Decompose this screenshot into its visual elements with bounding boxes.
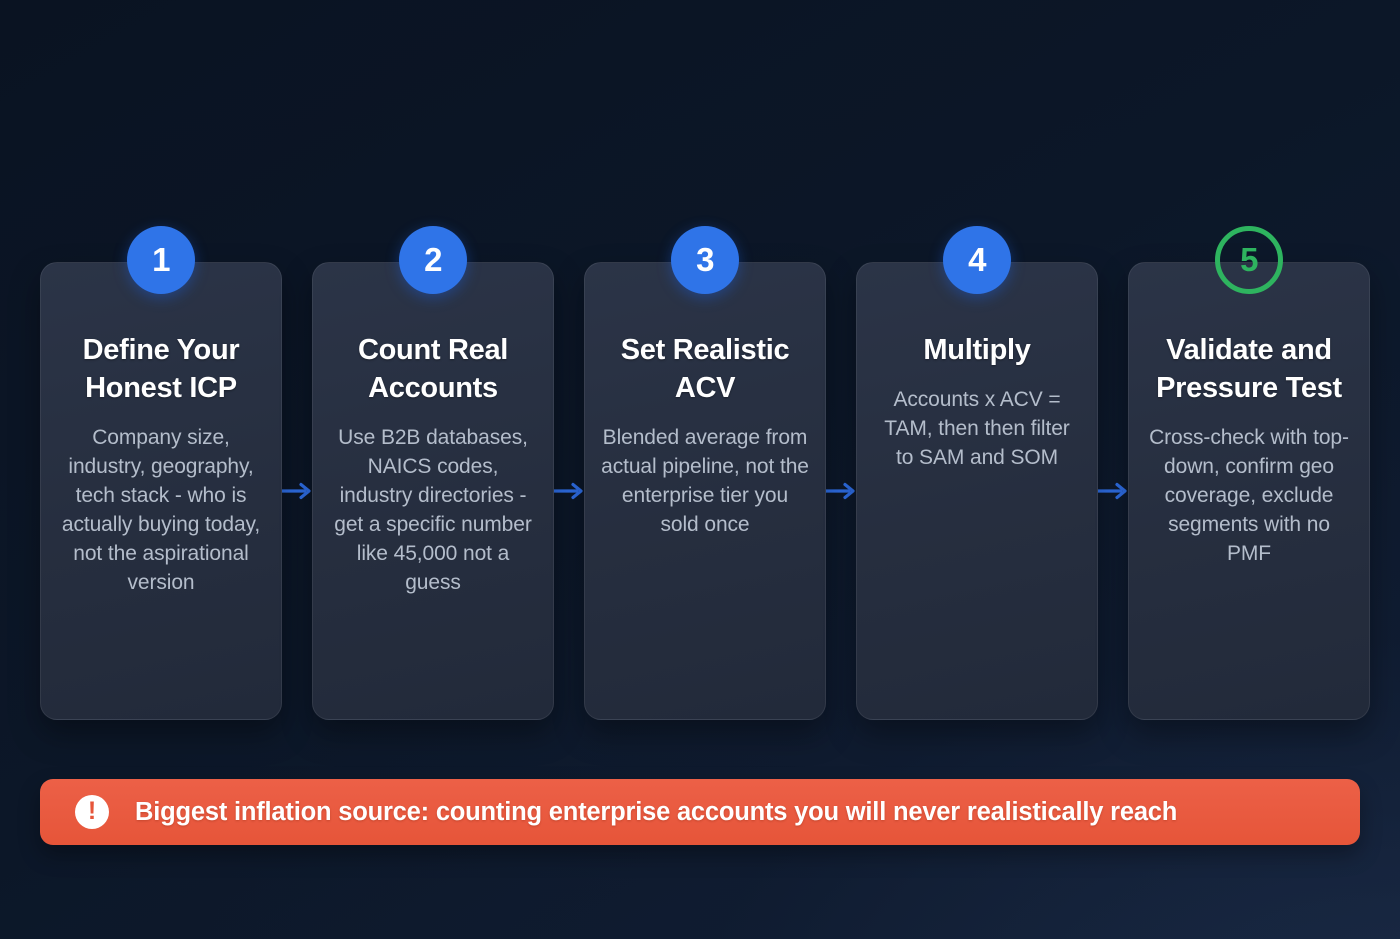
step-title-3: Set Realistic ACV [620,334,790,404]
step-number-badge-4: 4 [943,226,1011,294]
alert-message: Biggest inflation source: counting enter… [135,797,1178,826]
step-number-1: 1 [152,241,170,278]
step-number-badge-2: 2 [399,226,467,294]
step-description-2: Use B2B databases, NAICS codes, industry… [334,426,532,594]
step-title-5: Validate and Pressure Test [1156,334,1342,404]
step-number-2: 2 [424,241,442,278]
process-step-5: 5 Validate and Pressure Test Cross-check… [1128,226,1370,720]
process-step-3: 3 Set Realistic ACV Blended average from… [584,226,826,720]
flow-arrow-4 [1098,262,1128,720]
exclamation-circle-icon: ! [75,795,109,829]
step-number-3: 3 [696,241,714,278]
flow-arrow-1 [282,262,312,720]
alert-banner: ! Biggest inflation source: counting ent… [40,779,1360,845]
flow-arrow-3 [826,262,856,720]
process-step-1: 1 Define Your Honest ICP Company size, i… [40,226,282,720]
step-number-badge-3: 3 [671,226,739,294]
step-title-1: Define Your Honest ICP [82,334,240,404]
step-description-1: Company size, industry, geography, tech … [61,426,261,594]
step-title-2: Count Real Accounts [357,334,509,404]
flow-arrow-2 [554,262,584,720]
step-number-badge-5: 5 [1215,226,1283,294]
process-step-2: 2 Count Real Accounts Use B2B databases,… [312,226,554,720]
arrow-right-icon [282,482,311,500]
step-description-3: Blended average from actual pipeline, no… [601,426,809,536]
step-number-4: 4 [968,241,986,278]
step-number-badge-1: 1 [127,226,195,294]
arrow-right-icon [826,482,855,500]
process-step-4: 4 Multiply Accounts x ACV = TAM, then th… [856,226,1098,720]
process-flow: 1 Define Your Honest ICP Company size, i… [40,226,1370,720]
arrow-right-icon [1098,482,1127,500]
step-number-5: 5 [1240,241,1258,278]
step-description-4: Accounts x ACV = TAM, then then filter t… [884,388,1070,469]
step-title-4: Multiply [923,334,1031,366]
step-description-5: Cross-check with top-down, confirm geo c… [1149,426,1349,565]
arrow-right-icon [554,482,583,500]
exclamation-glyph: ! [87,796,97,825]
